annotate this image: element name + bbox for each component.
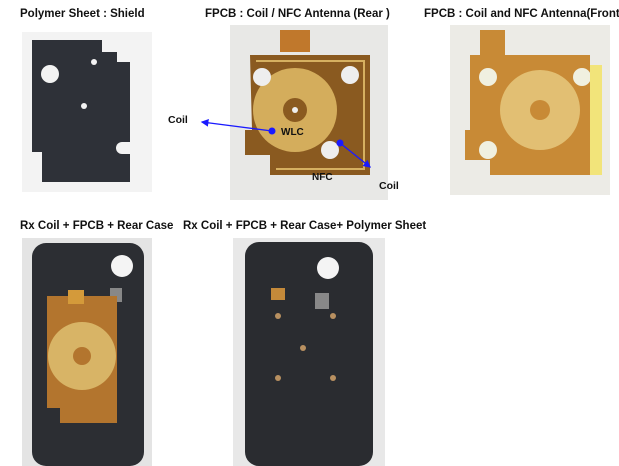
- caption-front: FPCB : Coil and NFC Antenna(Front): [424, 8, 619, 20]
- caption-rx-case: Rx Coil + FPCB + Rear Case: [20, 220, 174, 232]
- fpcb-rear-photo: [230, 25, 388, 200]
- annotation-coil-left: Coil: [168, 114, 188, 126]
- annotation-coil-right: Coil: [379, 180, 399, 192]
- shield-photo: [22, 32, 152, 192]
- caption-rear: FPCB : Coil / NFC Antenna (Rear ): [205, 8, 390, 20]
- fpcb-front-photo: [450, 25, 610, 195]
- annotation-wlc: WLC: [281, 127, 304, 138]
- caption-shield: Polymer Sheet : Shield: [20, 8, 145, 20]
- rx-case-photo: [22, 238, 152, 466]
- annotation-nfc: NFC: [312, 172, 333, 183]
- rx-case-sheet-photo: [233, 238, 385, 466]
- caption-rx-case-sheet: Rx Coil + FPCB + Rear Case+ Polymer Shee…: [183, 220, 427, 232]
